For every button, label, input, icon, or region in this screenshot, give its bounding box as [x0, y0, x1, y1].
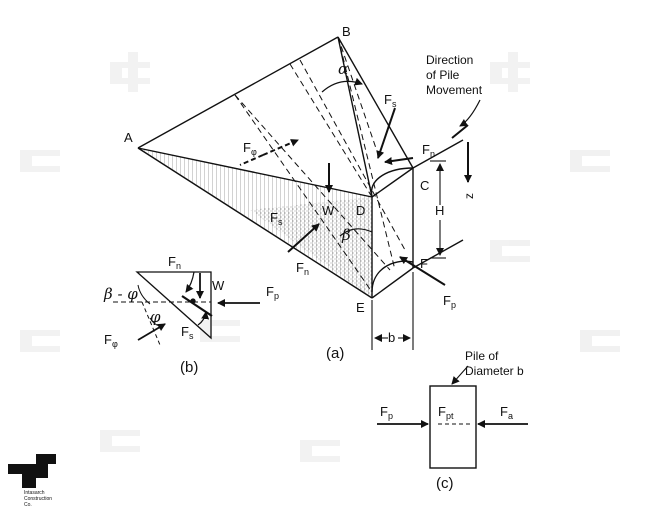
caption-c: (c) [436, 475, 454, 492]
force-fpt-c: Fpt [438, 404, 454, 421]
point-b-label: B [342, 24, 351, 39]
logo-text-2: Construction [24, 496, 52, 502]
logo-text-1: Intasarch [24, 490, 45, 496]
force-fphi: Fφ [243, 140, 257, 157]
force-fs-top: Fs [384, 92, 397, 109]
dimension-b [371, 272, 414, 350]
force-fp-c: Fp [380, 404, 393, 421]
point-f-label: F [420, 256, 428, 271]
dimension-b-label: b [388, 330, 395, 345]
wedge-figure-a [137, 36, 464, 299]
force-fn-left: Fn [296, 260, 309, 277]
force-w: W [322, 203, 335, 218]
force-fp-a: Fp [443, 293, 456, 310]
beta-label: β [341, 226, 351, 244]
direction-arrow [459, 99, 481, 127]
beta-arc [339, 228, 373, 237]
point-d-label: D [356, 203, 365, 218]
force-w-b: W [212, 278, 225, 293]
logo-text-3: Co. [24, 502, 32, 508]
beta-minus-phi-label: β - φ [103, 285, 138, 303]
pile-section-c [377, 365, 528, 469]
force-fphi-b: Fφ [104, 332, 118, 349]
force-fp-b: Fp [266, 284, 279, 301]
force-fa-c: Fa [500, 404, 513, 421]
company-logo: Intasarch Construction Co. [8, 454, 56, 508]
phi-label: φ [150, 308, 161, 326]
alpha-label: α [338, 60, 348, 78]
caption-a: (a) [326, 345, 344, 362]
force-fn-b: Fn [168, 254, 181, 271]
alpha-arc [321, 77, 363, 93]
watermark [20, 52, 620, 462]
force-fn-top: Fn [422, 142, 435, 159]
point-e-label: E [356, 300, 365, 315]
pile-note: Pile of Diameter b [465, 349, 524, 378]
caption-b: (b) [180, 359, 198, 376]
force-fs-left: Fs [270, 210, 283, 227]
point-a-label: A [124, 130, 133, 145]
force-fs-b: Fs [181, 324, 194, 341]
dimension-z-label: z [462, 193, 476, 199]
force-triangle-b [113, 271, 260, 346]
force-arrows-a [239, 107, 472, 286]
dimension-H [430, 160, 446, 259]
point-c-label: C [420, 178, 429, 193]
direction-note: Direction of Pile Movement [426, 53, 483, 97]
dimension-h-label: H [435, 203, 444, 218]
